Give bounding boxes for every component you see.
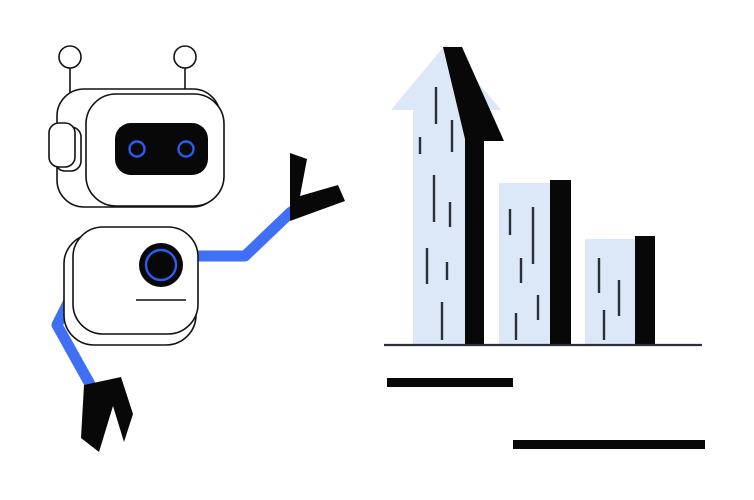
hand-left-icon — [81, 377, 133, 452]
robot-head — [48, 88, 225, 208]
bar-texture-ticks — [418, 87, 621, 340]
robot-body — [63, 226, 199, 346]
head-screen — [115, 123, 208, 175]
bar-2-dark-column — [550, 180, 571, 345]
body-camera-ring-icon — [144, 248, 178, 282]
body-front-panel — [72, 226, 199, 335]
robot-mascot — [48, 45, 345, 452]
eye-left-icon — [128, 140, 146, 158]
head-ear-front — [48, 122, 76, 168]
bar-3-dark-column — [635, 236, 655, 345]
legend-bar-1 — [387, 378, 513, 387]
bar-2-light-column — [499, 183, 550, 345]
bar-3-light-column — [585, 239, 635, 345]
arrow-dark-stripe — [443, 47, 504, 345]
eye-right-icon — [177, 140, 195, 158]
legend-bar-2 — [513, 440, 705, 449]
arm-right-line — [192, 206, 297, 262]
antenna-left-tip-icon — [58, 45, 82, 69]
bar-chart-graphic — [384, 44, 705, 449]
antenna-right-tip-icon — [173, 45, 197, 69]
hand-right-icon — [290, 153, 345, 221]
